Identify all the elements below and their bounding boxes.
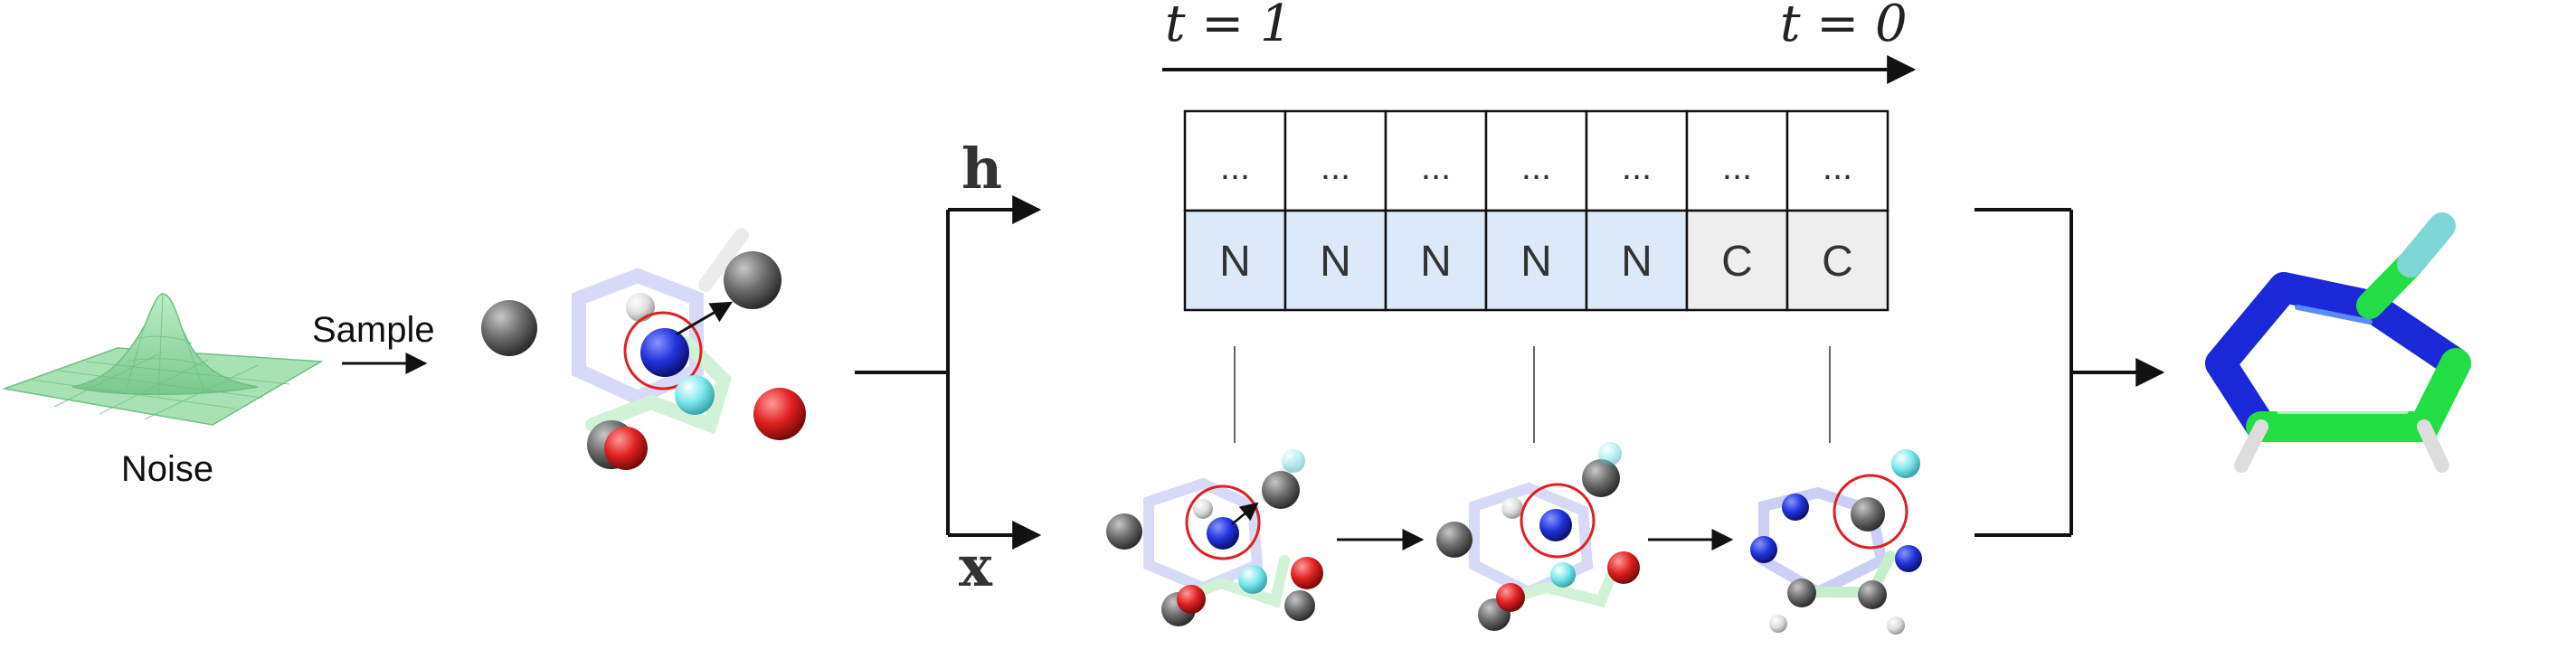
carbon-atom	[1262, 471, 1300, 509]
fluorine-atom	[1598, 442, 1622, 466]
carbon-atom	[1787, 578, 1816, 607]
sequence-cell-top	[1585, 109, 1689, 212]
sequence-cell-top-text: ...	[1321, 147, 1350, 187]
merge-bracket	[1975, 208, 2165, 537]
nitrogen-atom	[1895, 545, 1922, 572]
hydrogen-atom	[626, 293, 655, 322]
nitrogen-atom	[1207, 517, 1239, 550]
sequence-cell-top-text: ...	[1722, 147, 1752, 187]
carbon-atom	[1106, 513, 1142, 550]
final-molecule	[2205, 212, 2471, 473]
atom-move-arrow	[676, 301, 734, 336]
nitrogen-atom	[640, 328, 689, 377]
highlight-ring	[623, 311, 703, 390]
sequence-cell-top	[1785, 109, 1889, 212]
noisy-molecule	[481, 228, 806, 470]
carbon-atom	[724, 251, 781, 309]
fluorine-atom	[1282, 449, 1305, 473]
x-label: x	[959, 533, 993, 599]
oxygen-atom	[1496, 583, 1525, 612]
carbon-atom	[1582, 459, 1620, 497]
grid-connectors	[1234, 346, 1831, 443]
sequence-cell-atom	[1183, 209, 1287, 312]
highlight-ring	[1833, 474, 1908, 550]
time-start-label: t = 1	[1165, 0, 1293, 53]
fluorine-atom	[675, 375, 715, 415]
sequence-cell-atom	[1785, 209, 1889, 312]
atom-type-sequence: ... N... N... N... N... N... C... C	[1183, 109, 1889, 312]
carbon-atom	[1858, 580, 1887, 609]
hydrogen-atom	[1193, 499, 1213, 519]
fluorine-atom	[1550, 562, 1576, 588]
sequence-cell-atom	[1384, 209, 1488, 312]
hydrogen-atom	[1769, 615, 1787, 633]
sequence-cell-top-text: ...	[1421, 147, 1451, 187]
oxygen-atom	[604, 427, 648, 470]
highlight-ring	[1185, 484, 1261, 560]
nitrogen-atom	[1539, 509, 1572, 541]
sequence-cell-atom-label: C	[1822, 238, 1853, 286]
sequence-cell-top	[1484, 109, 1588, 212]
sequence-cell-atom-label: N	[1520, 238, 1552, 286]
branch-split	[855, 195, 1042, 550]
sequence-cell-atom	[1685, 209, 1789, 312]
sequence-cell-atom-label: N	[1420, 238, 1452, 286]
atom-move-arrow	[1231, 502, 1259, 525]
hydrogen-atom	[1501, 497, 1523, 519]
fluorine-atom	[1891, 449, 1920, 478]
oxygen-atom	[1291, 557, 1323, 589]
sequence-cell-atom-label: C	[1721, 238, 1753, 286]
carbon-atom	[1851, 497, 1885, 531]
noise-surface	[2, 293, 324, 426]
molecule-snapshot-3	[1750, 449, 1922, 635]
carbon-atom	[1436, 522, 1473, 558]
noise-label: Noise	[121, 449, 213, 489]
nitrogen-atom	[1750, 536, 1777, 563]
sequence-cell-top-text: ...	[1521, 147, 1551, 187]
sequence-cell-atom-label: N	[1320, 238, 1351, 286]
oxygen-atom	[1177, 585, 1206, 614]
carbon-atom	[1284, 590, 1315, 621]
sequence-cell-top-text: ...	[1622, 147, 1652, 187]
fluorine-atom	[1238, 565, 1267, 594]
highlight-ring	[1520, 483, 1596, 559]
time-end-label: t = 0	[1780, 0, 1908, 53]
sequence-cell-atom-label: N	[1621, 238, 1653, 286]
sequence-cell-top	[1384, 109, 1488, 212]
nitrogen-atom	[1782, 494, 1809, 521]
h-label: h	[961, 136, 1002, 202]
oxygen-atom	[753, 388, 806, 440]
sequence-cell-atom	[1283, 209, 1387, 312]
sequence-cell-atom-label: N	[1219, 238, 1251, 286]
sample-label: Sample	[312, 310, 435, 350]
molecule-snapshot-1	[1106, 449, 1323, 626]
oxygen-atom	[1607, 551, 1640, 584]
sequence-cell-top-text: ...	[1823, 147, 1852, 187]
carbon-atom	[481, 300, 537, 356]
sequence-cell-atom	[1585, 209, 1689, 312]
sequence-cell-top-text: ...	[1220, 147, 1250, 187]
molecule-snapshot-2	[1436, 442, 1640, 631]
hydrogen-atom	[1887, 616, 1905, 635]
sequence-cell-atom	[1484, 209, 1588, 312]
